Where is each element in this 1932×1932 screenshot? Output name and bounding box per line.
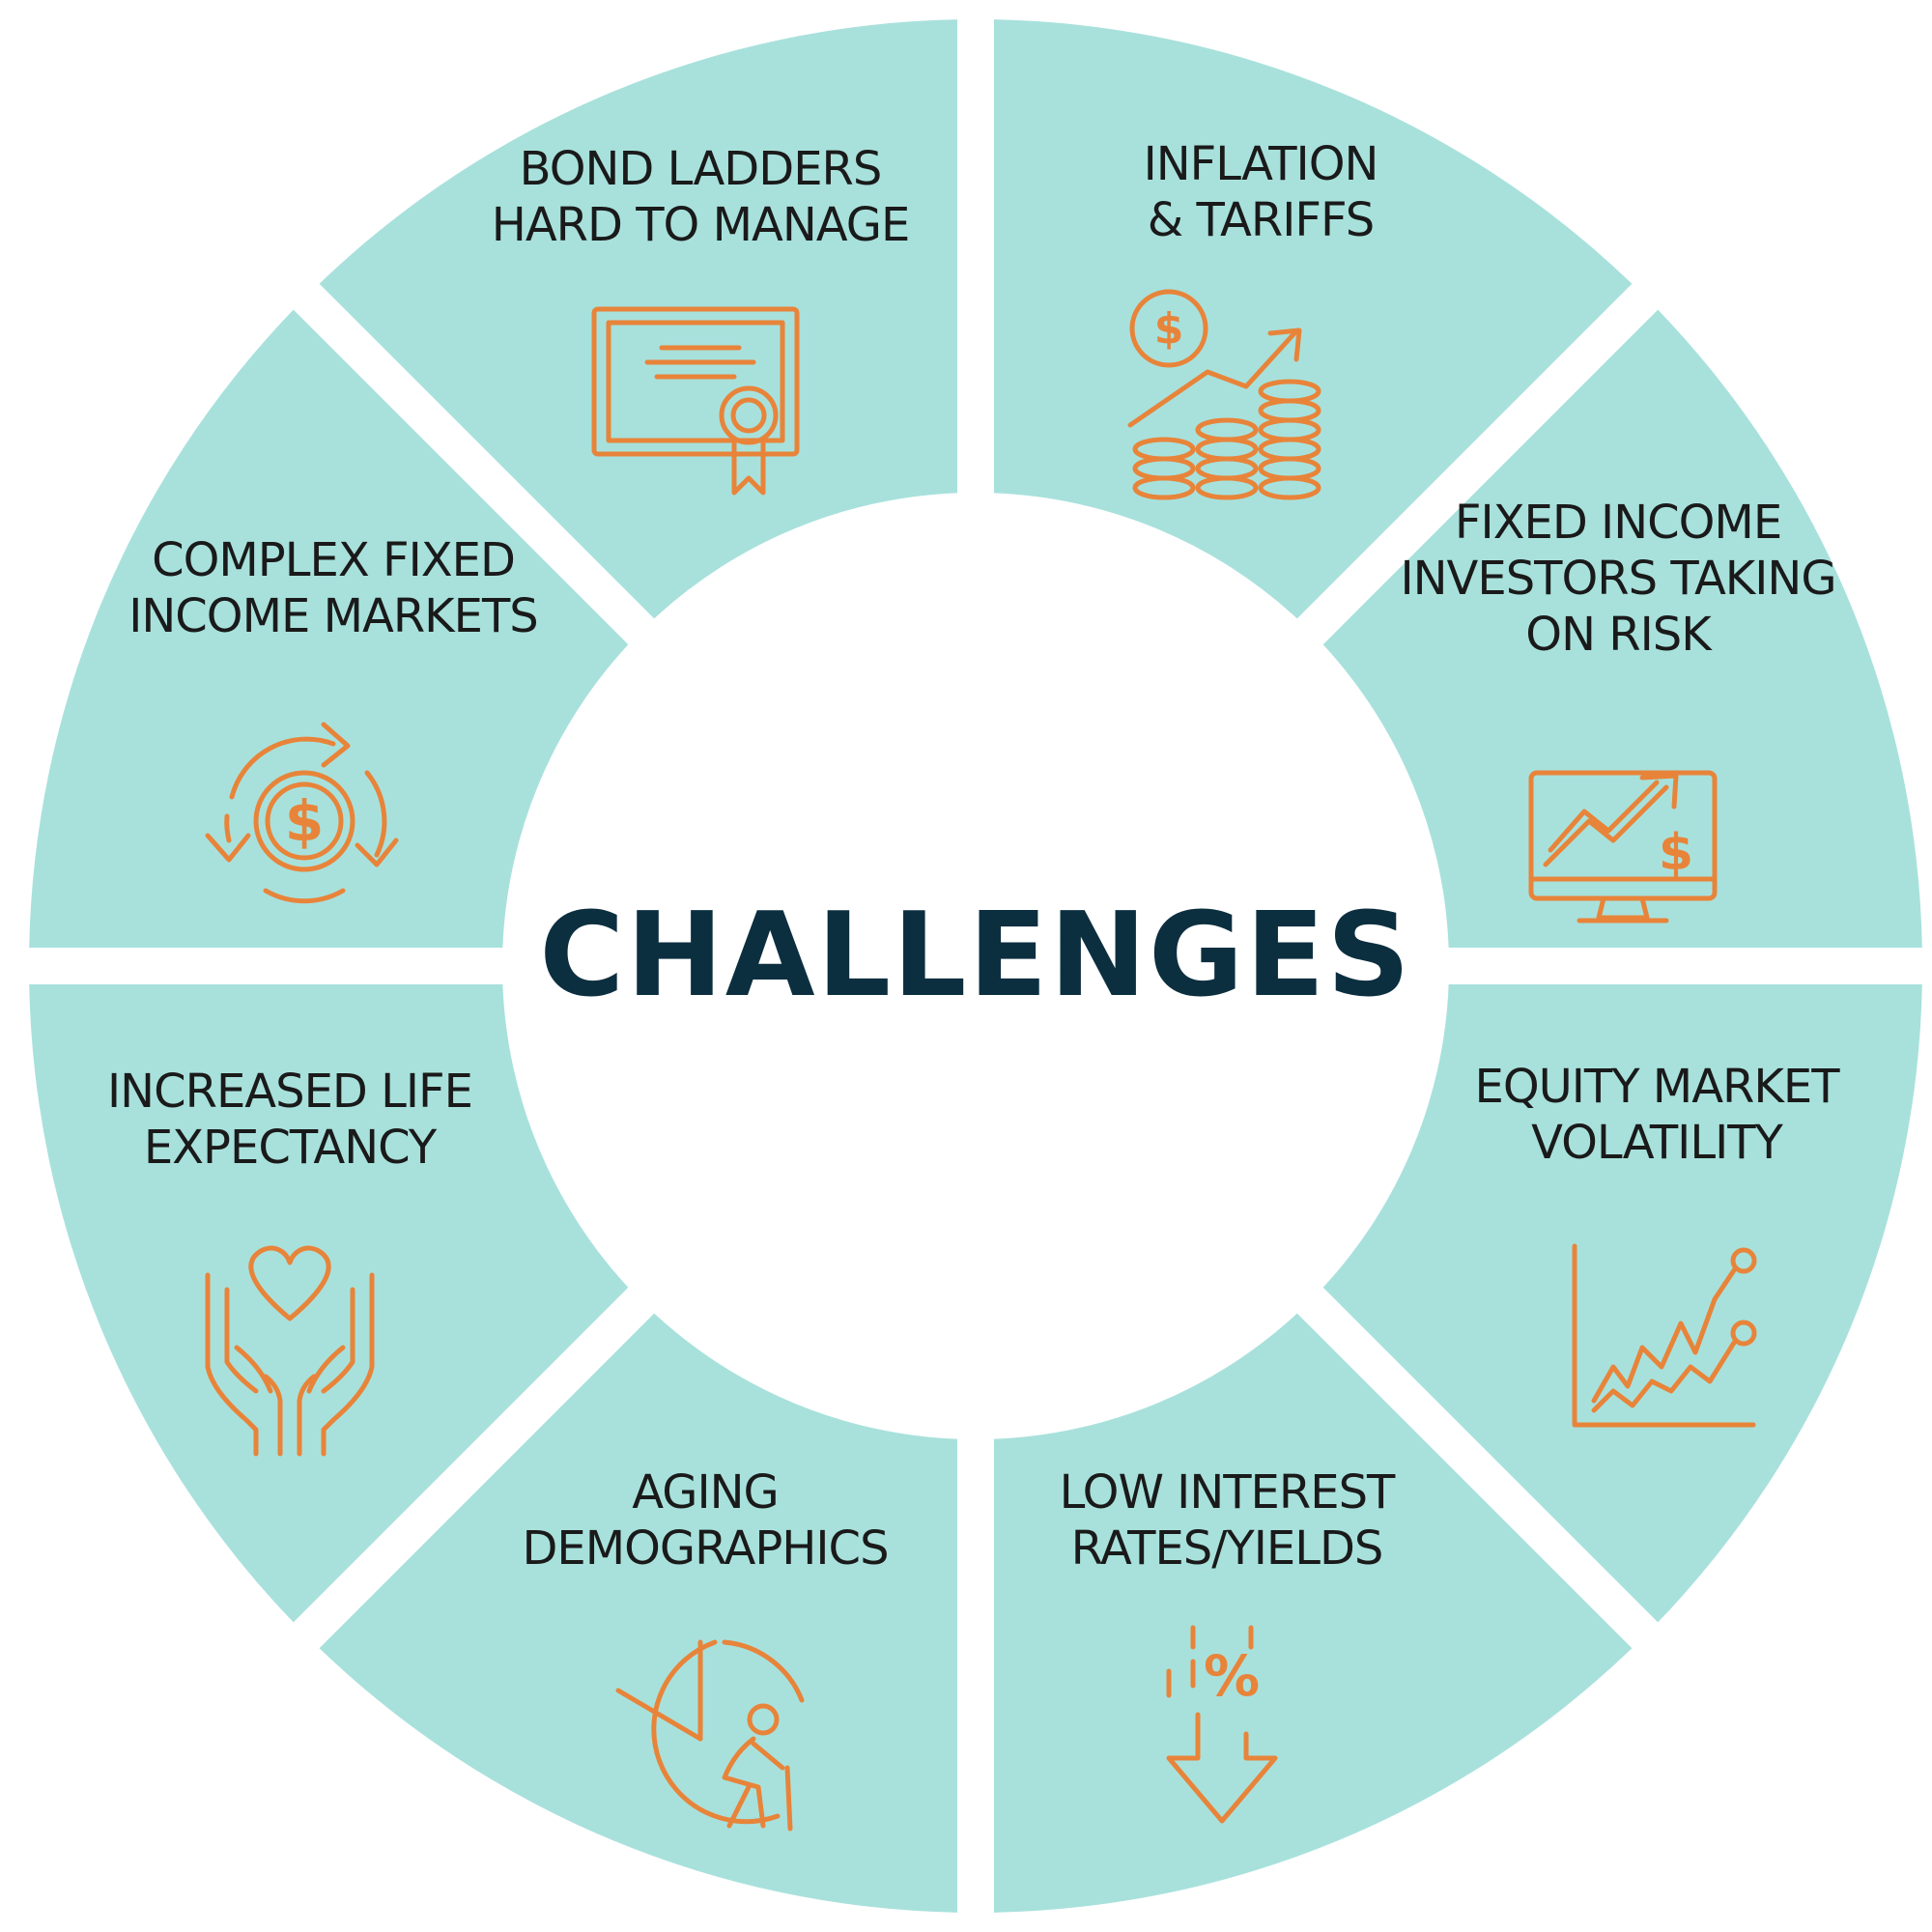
segment-label-line: INVESTORS TAKING <box>1400 552 1835 606</box>
rising-cost-coins-icon: $ <box>1127 289 1321 500</box>
segment-2 <box>994 19 1633 619</box>
dollar-cycle-icon: $ <box>205 722 399 904</box>
segment-8 <box>29 309 629 948</box>
segment-label-line: ON RISK <box>1525 608 1713 662</box>
center-title: CHALLENGES <box>539 889 1412 1023</box>
segment-label-line: RATES/YIELDS <box>1071 1521 1383 1576</box>
segment-label-line: HARD TO MANAGE <box>492 198 910 252</box>
segment-label-line: INCREASED LIFE <box>107 1065 472 1119</box>
segment-label-line: INFLATION <box>1144 137 1378 191</box>
segment-label-line: VOLATILITY <box>1531 1116 1783 1170</box>
segment-4 <box>1322 984 1922 1623</box>
segment-6 <box>319 1313 957 1913</box>
segment-label-line: COMPLEX FIXED <box>152 533 515 587</box>
svg-text:%: % <box>1204 1643 1260 1709</box>
segment-3 <box>1322 309 1922 948</box>
segment-label-line: LOW INTEREST <box>1060 1465 1396 1520</box>
segment-label-line: EQUITY MARKET <box>1474 1060 1840 1114</box>
svg-text:$: $ <box>1659 824 1693 882</box>
monitor-growth-icon: $ <box>1528 770 1718 923</box>
svg-text:$: $ <box>285 788 324 854</box>
segment-label-line: EXPECTANCY <box>144 1121 438 1175</box>
segment-1 <box>319 19 957 619</box>
hands-heart-icon <box>205 1245 375 1457</box>
svg-text:$: $ <box>1154 304 1184 354</box>
segment-label-line: DEMOGRAPHICS <box>522 1521 888 1576</box>
certificate-icon <box>591 306 800 496</box>
segment-7 <box>29 984 629 1623</box>
volatility-chart-icon <box>1572 1243 1757 1428</box>
segment-5 <box>994 1313 1633 1913</box>
elderly-pie-chart-icon <box>615 1639 805 1832</box>
segment-label-2: INFLATION& TARIFFS <box>1144 137 1378 247</box>
segment-label-line: AGING <box>632 1465 778 1520</box>
percent-down-arrow-icon: % <box>1166 1625 1278 1824</box>
segment-label-line: FIXED INCOME <box>1455 496 1781 550</box>
segment-label-line: & TARIFFS <box>1148 193 1374 247</box>
segment-label-line: BOND LADDERS <box>520 142 882 196</box>
segment-label-line: INCOME MARKETS <box>128 589 538 643</box>
